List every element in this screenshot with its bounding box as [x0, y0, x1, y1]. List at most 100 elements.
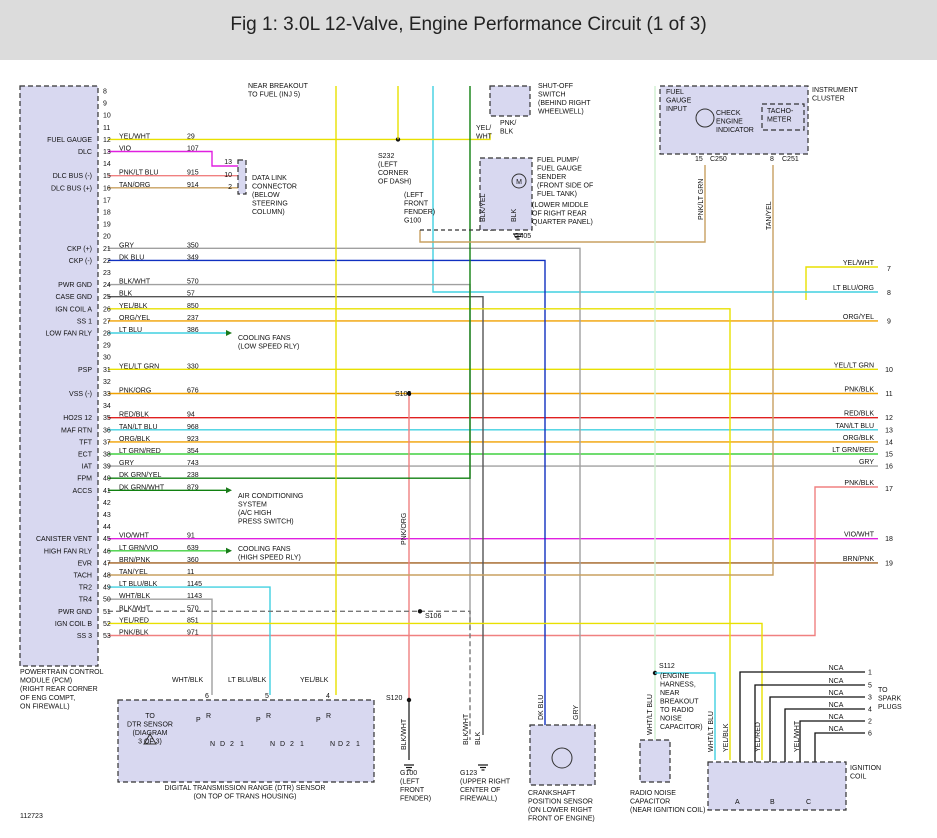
radio-noise-capacitor-box	[639, 739, 671, 783]
pcm-pin-number: 50	[103, 597, 111, 604]
wire-circuit-number: 94	[187, 412, 195, 419]
right-connector-pin: 15	[885, 452, 893, 459]
lower-middle-label-line: OF RIGHT REAR	[532, 211, 587, 218]
blk-label: BLK	[475, 731, 482, 745]
dlc-connector-label-line: COLUMN)	[252, 209, 285, 216]
splice-s232-label-line: CORNER	[378, 170, 408, 177]
ground-g100-top-label-line: G100	[404, 218, 421, 225]
c250-pin-label: 15	[695, 156, 703, 163]
wire-fpm	[108, 86, 471, 479]
coil-a-label: A	[735, 799, 740, 806]
right-connector-pin: 12	[885, 415, 893, 422]
wire-circuit-number: 915	[187, 170, 199, 177]
cooling-high-label-line: COOLING FANS	[238, 546, 291, 553]
instrument-cluster-label-line: CLUSTER	[812, 96, 845, 103]
ground-g123-label-line: (UPPER RIGHT	[460, 779, 511, 786]
figure-header: Fig 1: 3.0L 12-Valve, Engine Performance…	[0, 0, 937, 60]
pcm-pin-number: 47	[103, 560, 111, 567]
ignition-coil-label-line: IGNITION	[850, 765, 881, 772]
blk-wht-label: BLK/WHT	[401, 718, 408, 750]
check-engine-label-line: INDICATOR	[716, 127, 754, 134]
ckp-sensor-label-line: POSITION SENSOR	[528, 799, 593, 806]
nca-label: NCA	[829, 726, 844, 733]
pcm-pin-number: 48	[103, 573, 111, 580]
wire-circuit-number: 968	[187, 424, 199, 431]
ground-g123-label-line: G123	[460, 770, 477, 777]
pcm-label-line: OF ENG COMPT,	[20, 695, 75, 702]
to-spark-plugs-label-line: PLUGS	[878, 704, 902, 711]
ground-g100-bottom-label-line: FENDER)	[400, 796, 431, 803]
wire-color-label: LT BLU	[119, 327, 142, 334]
yel-wht-label-line: WHT	[476, 134, 493, 141]
ac-system-label-line: PRESS SWITCH)	[238, 519, 294, 526]
splice-s232-label-line: (LEFT	[378, 162, 398, 169]
lower-middle-label-line: QUARTER PANEL)	[532, 219, 593, 226]
fuel-pump-label-line: FUEL PUMP/	[537, 157, 579, 164]
pcm-pin-number: 36	[103, 427, 111, 434]
wires-layer	[108, 86, 878, 771]
motor-icon	[511, 173, 527, 189]
radio-noise-label-line: CAPACITOR	[630, 799, 670, 806]
pcm-pin-number: 34	[103, 403, 111, 410]
ac-system-label-line: AIR CONDITIONING	[238, 493, 303, 500]
dtr-position-letter: 1	[356, 741, 360, 748]
cooling-high-label-line: (HIGH SPEED RLY)	[238, 555, 301, 562]
right-wire-color: PNK/BLK	[844, 387, 874, 394]
pcm-pin-number: 20	[103, 234, 111, 241]
wire-circuit-number: 676	[187, 388, 199, 395]
dtr-pin-label: 6	[205, 693, 209, 700]
pcm-pin-number: 32	[103, 379, 111, 386]
pcm-pin-name: TFT	[79, 439, 93, 446]
pnk-lt-grn-label: PNK/LT GRN	[698, 179, 705, 220]
ground-g100-top-label-line: FENDER)	[404, 209, 435, 216]
warning-triangle-icon	[143, 733, 157, 745]
wire-color-label: TAN/LT BLU	[119, 424, 158, 431]
blk-wht-label: BLK/WHT	[463, 713, 470, 745]
ground-g100-top-label-line: FRONT	[404, 201, 429, 208]
pcm-pin-number: 52	[103, 621, 111, 628]
pcm-pin-number: 41	[103, 488, 111, 495]
pcm-pin-name: CASE GND	[55, 294, 92, 301]
coil-b-label: B	[770, 799, 775, 806]
wire-circuit-number: 570	[187, 279, 199, 286]
wire-color-label: BRN/PNK	[119, 557, 150, 564]
to-spark-plugs-label-line: SPARK	[878, 696, 902, 703]
pcm-pin-number: 9	[103, 101, 107, 108]
wire-dlc	[108, 150, 238, 167]
splice-s106	[417, 609, 423, 614]
dlc-connector-label-line: STEERING	[252, 201, 288, 208]
figure-code-label: 112723	[20, 813, 43, 820]
fuel-pump-label-line: SENDER	[537, 174, 566, 181]
wire-circuit-number: 349	[187, 254, 199, 261]
cooling-low-label-line: (LOW SPEED RLY)	[238, 344, 299, 351]
dtr-to-label-line: DTR SENSOR	[127, 722, 173, 729]
pcm-pin-number: 53	[103, 633, 111, 640]
spark-plug-number: 4	[868, 707, 872, 714]
dtr-position-letter: 1	[300, 741, 304, 748]
spark-plug-wire	[784, 708, 865, 762]
wire-s112	[655, 672, 716, 760]
wire-color-label: ORG/YEL	[119, 315, 150, 322]
pcm-pin-number: 16	[103, 185, 111, 192]
dtr-position-letter: N	[330, 741, 335, 748]
dtr-position-letter: 2	[230, 741, 234, 748]
wire-color-label: YEL/BLK	[119, 303, 148, 310]
s120-label: S120	[386, 695, 402, 702]
wire-color-label: BLK/WHT	[119, 605, 151, 612]
dtr-position-letter: D	[338, 741, 343, 748]
tan-yel-label: TAN/YEL	[766, 201, 773, 230]
lower-middle-label-line: (LOWER MIDDLE	[532, 202, 589, 209]
pcm-pin-name: MAF RTN	[61, 427, 92, 434]
spark-plug-number: 2	[868, 719, 872, 726]
dtr-sensor-box	[117, 699, 375, 783]
check-engine-label-line: ENGINE	[716, 119, 743, 126]
dlc-connector-label-line: CONNECTOR	[252, 184, 297, 191]
pcm-pin-number: 42	[103, 500, 111, 507]
wire-color-label: YEL/RED	[119, 617, 149, 624]
pcm-pin-number: 25	[103, 294, 111, 301]
nca-label: NCA	[829, 665, 844, 672]
wire-circuit-number: 923	[187, 436, 199, 443]
pcm-box	[19, 85, 99, 667]
radio-noise-label-line: (NEAR IGNITION COIL)	[630, 807, 705, 814]
wire-circuit-number: 1143	[187, 593, 202, 600]
